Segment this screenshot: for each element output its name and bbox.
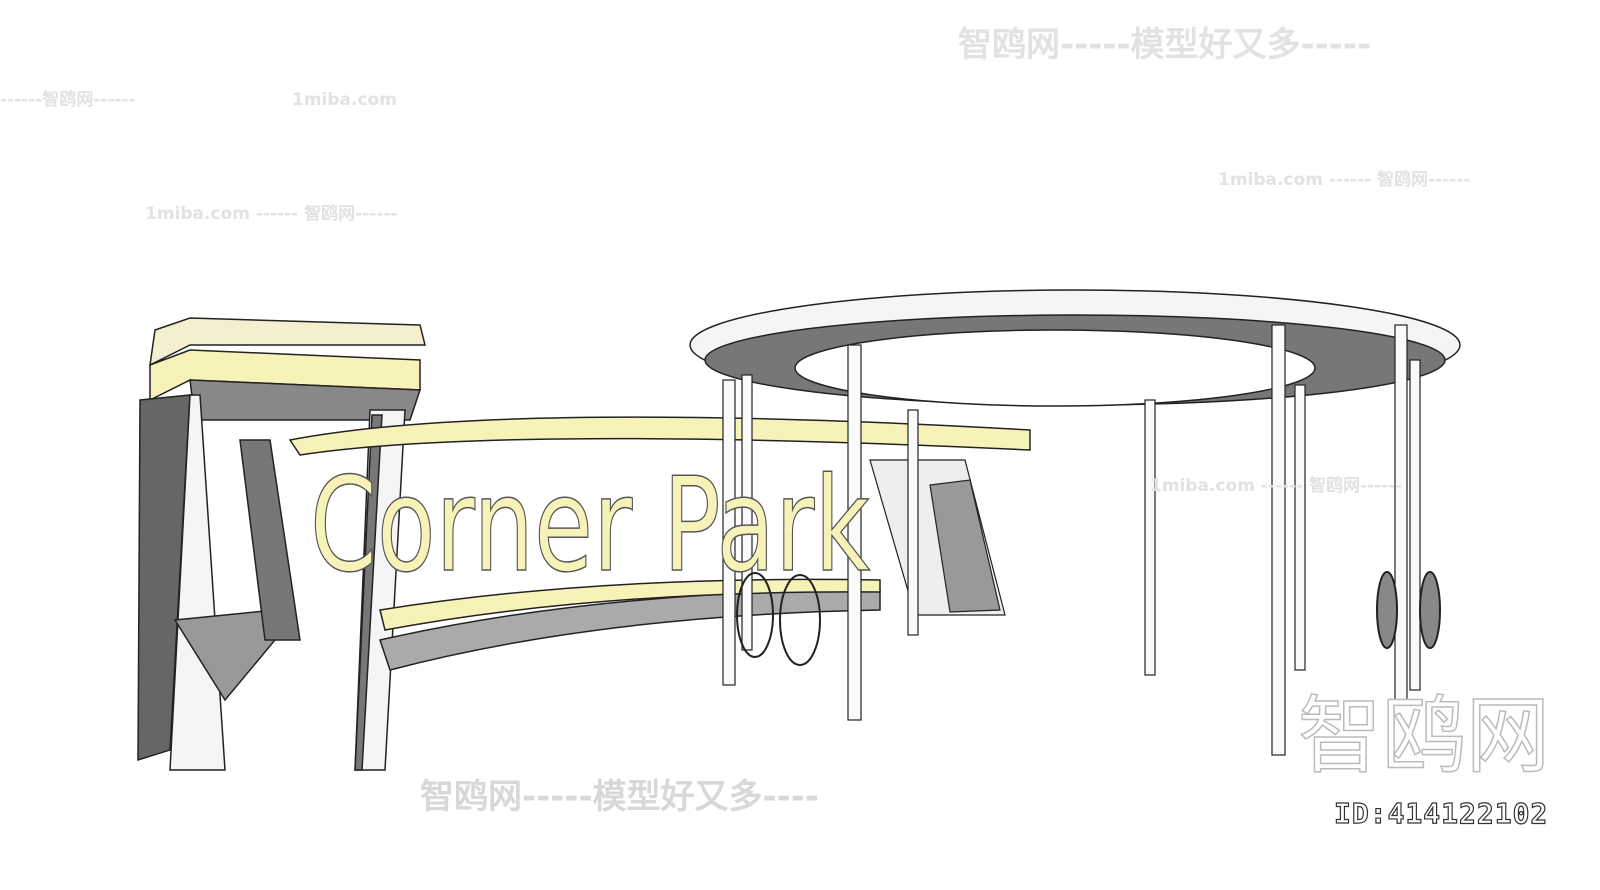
watermark-domain-dash-mid: 1miba.com ------ 智鸥网------ (1150, 476, 1403, 496)
watermark-domain-dash-right: 1miba.com ------ 智鸥网------ (1218, 170, 1471, 190)
sign-corner-park: Corner Park (310, 449, 870, 601)
watermark-domain-dash: 1miba.com ------ 智鸥网------ (145, 204, 398, 224)
watermark-banner-top: 智鸥网-----模型好又多----- (958, 25, 1372, 65)
left-tower (137, 317, 426, 771)
ring-canopy (689, 289, 1461, 407)
hanging-rings (736, 571, 1441, 666)
slatted-panel (869, 459, 1006, 616)
watermark-dash-site: ------智鸥网------ (0, 90, 136, 110)
watermark-logo-large: 智鸥网 (1297, 687, 1551, 785)
watermark-domain: 1miba.com (292, 90, 397, 110)
watermark-banner-bottom: 智鸥网-----模型好又多---- (420, 777, 820, 817)
poles (722, 324, 1421, 756)
curved-bands (288, 416, 1031, 671)
model-id-label: ID:414122102 (1333, 797, 1549, 830)
